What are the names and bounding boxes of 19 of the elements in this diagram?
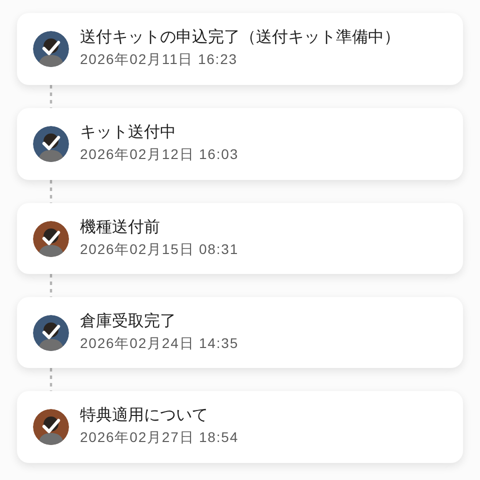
dashed-connector <box>50 85 52 108</box>
timestamp: 2026年02月15日 08:31 <box>80 240 239 258</box>
timestamp: 2026年02月11日 16:23 <box>80 50 238 68</box>
status-title: キット送付中 <box>80 122 176 142</box>
dashed-connector <box>50 274 52 297</box>
timestamp: 2026年02月12日 16:03 <box>80 145 239 163</box>
status-title: 送付キットの申込完了（送付キット準備中） <box>80 27 400 47</box>
dashed-connector <box>50 180 52 203</box>
timestamp: 2026年02月24日 14:35 <box>80 334 239 352</box>
status-card <box>17 297 463 368</box>
status-card <box>17 203 463 274</box>
status-title: 倉庫受取完了 <box>80 311 176 331</box>
status-title: 機種送付前 <box>80 217 160 237</box>
status-title: 特典適用について <box>80 405 208 425</box>
status-card <box>17 13 463 85</box>
timestamp: 2026年02月27日 18:54 <box>80 428 239 446</box>
status-card <box>17 108 463 180</box>
dashed-connector <box>50 368 52 391</box>
status-card <box>17 391 463 463</box>
